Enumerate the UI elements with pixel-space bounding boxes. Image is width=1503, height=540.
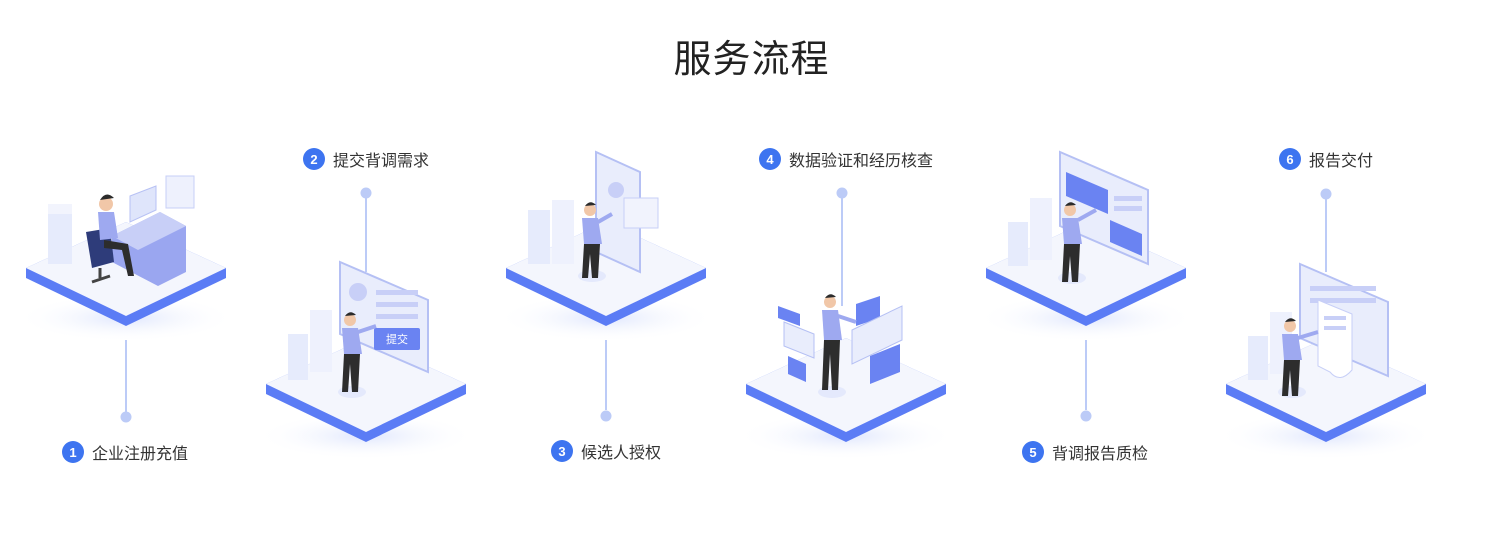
step-6-illustration xyxy=(1216,188,1436,460)
step-3-illustration xyxy=(496,150,716,422)
step-5-illustration xyxy=(976,150,1196,422)
step-2-illustration: 提交 xyxy=(256,187,476,460)
step-6-text: 报告交付 xyxy=(1309,151,1374,170)
step-3-label: 3 候选人授权 xyxy=(551,438,661,464)
step-2-badge: 2 xyxy=(303,148,325,170)
step-5-text: 背调报告质检 xyxy=(1052,444,1149,463)
step-1-badge: 1 xyxy=(62,441,84,463)
submit-illustration-label: 提交 xyxy=(386,332,408,346)
step-4-label: 4 数据验证和经历核查 xyxy=(759,146,933,172)
step-2-text: 提交背调需求 xyxy=(333,151,430,170)
step-3-text: 候选人授权 xyxy=(581,443,662,462)
step-4-illustration xyxy=(736,187,956,460)
step-2-label: 2 提交背调需求 xyxy=(303,146,429,172)
page-title: 服务流程 xyxy=(673,37,830,81)
step-4-text: 数据验证和经历核查 xyxy=(789,151,934,170)
step-6-label: 6 报告交付 xyxy=(1279,146,1373,172)
step-1-text: 企业注册充值 xyxy=(92,444,189,463)
step-3-badge: 3 xyxy=(551,440,573,462)
step-4-badge: 4 xyxy=(759,148,781,170)
step-6-badge: 6 xyxy=(1279,148,1301,170)
step-1-label: 1 企业注册充值 xyxy=(62,439,188,465)
step-5-label: 5 背调报告质检 xyxy=(1022,439,1148,465)
step-1-illustration xyxy=(16,175,236,423)
step-5-badge: 5 xyxy=(1022,441,1044,463)
